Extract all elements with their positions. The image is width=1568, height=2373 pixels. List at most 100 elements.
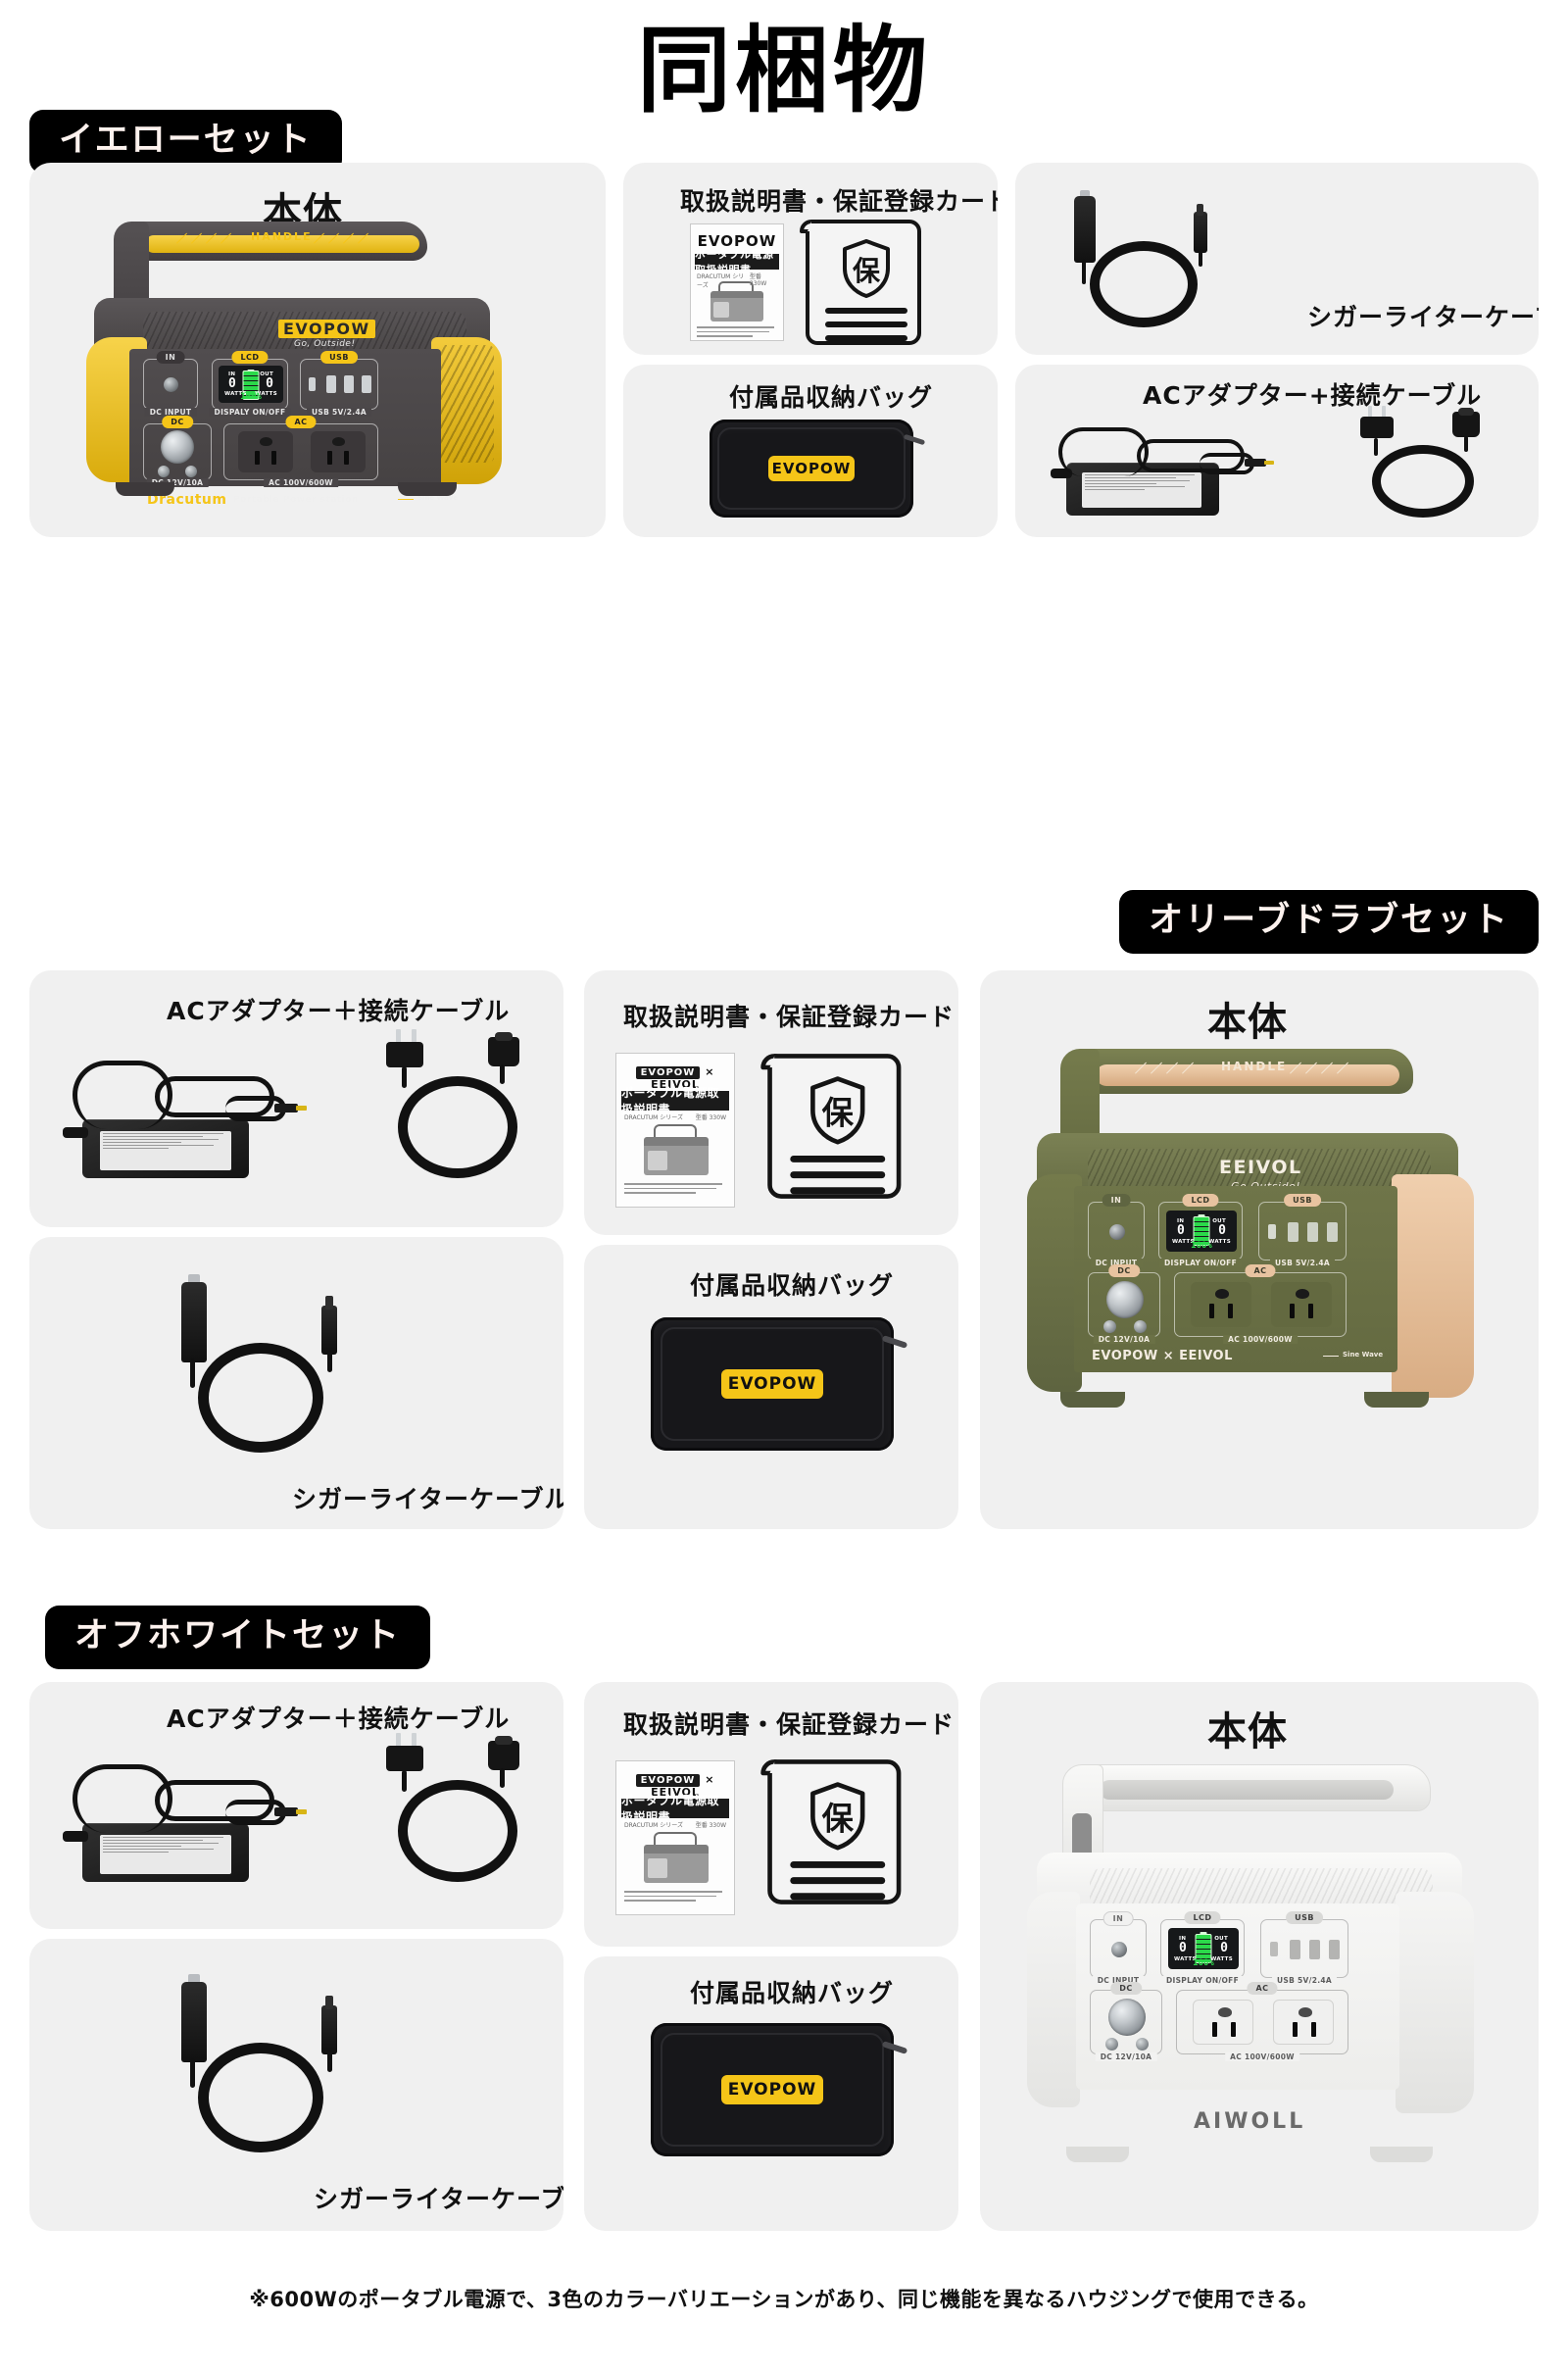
sine-wave-mark-yellow: Sine Wave (417, 494, 459, 502)
label-ac-spec-offwhite: AC 100V/600W (1225, 2052, 1299, 2061)
bottom-brand-sub-yellow: Portable Power station (233, 495, 359, 505)
ac-outlet-1-olive (1191, 1282, 1251, 1327)
cap-ac-offwhite: AC (1255, 1984, 1269, 1993)
label-display-onoff-olive: DISPLAY ON/OFF (1158, 1259, 1243, 1267)
bag-logo-offwhite: EVOPOW (721, 2075, 823, 2104)
booklet-logo-right-olive: EEIVOL (651, 1078, 700, 1091)
label-yellow-manual: 取扱説明書・保証登録カード (680, 187, 998, 216)
booklet-model-olive: 型番 330W (695, 1114, 726, 1121)
ac-outlet-2-olive (1271, 1282, 1332, 1327)
warranty-shield-char-offwhite: 保 (822, 1801, 855, 1838)
dc-round-port-offwhite (1108, 1999, 1146, 2036)
dc-port-1-olive (1103, 1320, 1116, 1333)
panel-olive-unit: 本体 ／／／／ HANDLE ／／／／ EEIVOL Go Outside! I… (980, 970, 1539, 1529)
booklet-logo-x-olive: × (705, 1065, 715, 1078)
usb-a-port-3-olive (1327, 1222, 1338, 1242)
panel-yellow-bag: 付属品収納バッグ EVOPOW (623, 365, 998, 537)
dc-round-port-olive (1106, 1281, 1144, 1318)
booklet-model-offwhite: 型番 330W (695, 1822, 726, 1829)
usb-a-port-3-yellow (362, 375, 371, 393)
panel-offwhite-adapter: ACアダプター＋接続ケーブル (29, 1682, 564, 1929)
dc-port-1-offwhite (1105, 2038, 1118, 2051)
label-ac-spec-yellow: AC 100V/600W (264, 478, 338, 487)
panel-olive-cigarette: シガーライターケーブル (29, 1237, 564, 1529)
bottom-brand-yellow: Dracutum (147, 492, 227, 508)
lcd-in-label-offwhite: IN (1179, 1936, 1187, 1942)
storage-bag-yellow: EVOPOW (710, 420, 926, 518)
usb-a-port-1-yellow (326, 375, 336, 393)
lcd-out-value-offwhite: 0 (1220, 1941, 1228, 1955)
booklet-band-yellow: ポータブル電源取扱説明書 (695, 248, 779, 276)
label-olive-unit: 本体 (1207, 1000, 1288, 1045)
panel-offwhite-cigarette: シガーライターケーブル (29, 1939, 564, 2231)
label-dc-spec-olive: DC 12V/10A (1093, 1335, 1155, 1344)
cap-in-olive: IN (1110, 1196, 1122, 1205)
label-yellow-adapter: ACアダプター+接続ケーブル (1143, 381, 1483, 410)
lcd-in-watts-olive: WATTS (1172, 1239, 1195, 1245)
panel-offwhite-unit: 本体 IN DC INPUT LCD (980, 1682, 1539, 2231)
lcd-in-value-yellow: 0 (228, 376, 236, 391)
dc-round-port-yellow (161, 430, 194, 464)
panel-olive-adapter: ACアダプター＋接続ケーブル (29, 970, 564, 1227)
ac-outlet-2-offwhite (1273, 2000, 1334, 2045)
cap-usb-offwhite: USB (1295, 1913, 1314, 1922)
label-ac-spec-olive: AC 100V/600W (1223, 1335, 1298, 1344)
label-offwhite-manual: 取扱説明書・保証登録カード (623, 1710, 956, 1739)
power-station-offwhite: IN DC INPUT LCD 0 IN WATTS 0 OUT WATTS 1… (1027, 1764, 1507, 2205)
label-offwhite-unit: 本体 (1207, 1709, 1288, 1755)
badge-offwhite-set: オフホワイトセット (45, 1606, 431, 1669)
booklet-logo-left-offwhite: EVOPOW (635, 1774, 701, 1787)
dc-input-jack-yellow (164, 377, 178, 392)
dc-input-jack-olive (1109, 1224, 1125, 1240)
usb-c-port-yellow (309, 377, 316, 391)
lcd-out-watts-offwhite: WATTS (1210, 1956, 1233, 1962)
cap-lcd-olive: LCD (1191, 1196, 1210, 1205)
storage-bag-olive: EVOPOW (651, 1317, 908, 1451)
power-station-yellow: ／／／／ HANDLE ／／／／ EVOPOW Go, Outside! IN … (86, 222, 547, 516)
label-usb-spec-olive: USB 5V/2.4A (1270, 1259, 1335, 1267)
usb-a-port-2-yellow (344, 375, 354, 393)
badge-offwhite-set-wrap: オフホワイトセット (45, 1606, 431, 1669)
usb-a-port-2-offwhite (1309, 1940, 1320, 1959)
lcd-display-yellow: 0 IN WATTS 0 OUT WATTS 100% (219, 366, 283, 403)
warranty-card-olive: 保 (760, 1054, 902, 1199)
ac-adapter-brick-offwhite (53, 1739, 327, 1905)
panel-offwhite-manual: 取扱説明書・保証登録カード EVOPOW × EEIVOL ポータブル電源取扱説… (584, 1682, 958, 1947)
manual-booklet-offwhite: EVOPOW × EEIVOL ポータブル電源取扱説明書 DRACUTUM シリ… (615, 1760, 735, 1915)
usb-a-port-1-olive (1288, 1222, 1298, 1242)
label-olive-adapter: ACアダプター＋接続ケーブル (167, 997, 511, 1025)
bag-logo-olive: EVOPOW (721, 1369, 823, 1399)
lcd-in-value-olive: 0 (1177, 1223, 1185, 1238)
manual-booklet-olive: EVOPOW × EEIVOL ポータブル電源取扱説明書 DRACUTUM シリ… (615, 1053, 735, 1208)
bottom-brand-olive: EVOPOW × EEIVOL (1092, 1349, 1233, 1363)
booklet-series-olive: DRACUTUM シリーズ (624, 1114, 683, 1121)
manual-booklet-yellow: EVOPOW ポータブル電源取扱説明書 DRACUTUM シリーズ 型番 330… (690, 223, 784, 341)
tagline-yellow: Go, Outside! (294, 339, 356, 349)
ac-adapter-brick-yellow (1043, 410, 1307, 525)
label-olive-manual: 取扱説明書・保証登録カード (623, 1003, 956, 1031)
cap-usb-olive: USB (1293, 1196, 1312, 1205)
cap-dc-yellow: DC (171, 418, 184, 426)
booklet-logo-right-offwhite: EEIVOL (651, 1786, 700, 1799)
bottom-brand-offwhite: AIWOLL (1194, 2109, 1306, 2134)
usb-c-port-offwhite (1270, 1942, 1278, 1956)
warranty-card-offwhite: 保 (760, 1759, 902, 1904)
label-offwhite-adapter: ACアダプター＋接続ケーブル (167, 1705, 511, 1733)
cap-lcd-offwhite: LCD (1193, 1913, 1212, 1922)
cigarette-cable-offwhite (157, 1966, 441, 2172)
lcd-in-label-yellow: IN (228, 371, 236, 377)
usb-a-port-2-olive (1307, 1222, 1318, 1242)
power-cord-yellow (1339, 406, 1515, 525)
label-display-onoff-offwhite: DISPLAY ON/OFF (1160, 1976, 1245, 1985)
ac-adapter-brick-olive (53, 1035, 327, 1202)
label-dc-spec-offwhite: DC 12V/10A (1095, 2052, 1157, 2061)
booklet-logo-x-offwhite: × (705, 1773, 715, 1786)
cap-in-offwhite: IN (1112, 1914, 1124, 1923)
warranty-shield-char-olive: 保 (822, 1095, 855, 1132)
panel-yellow-manual: 取扱説明書・保証登録カード EVOPOW ポータブル電源取扱説明書 DRACUT… (623, 163, 998, 355)
lcd-out-label-olive: OUT (1212, 1218, 1226, 1224)
lcd-out-value-yellow: 0 (266, 376, 273, 391)
cap-dc-offwhite: DC (1119, 1984, 1133, 1993)
booklet-band-offwhite: ポータブル電源取扱説明書 (621, 1794, 729, 1824)
